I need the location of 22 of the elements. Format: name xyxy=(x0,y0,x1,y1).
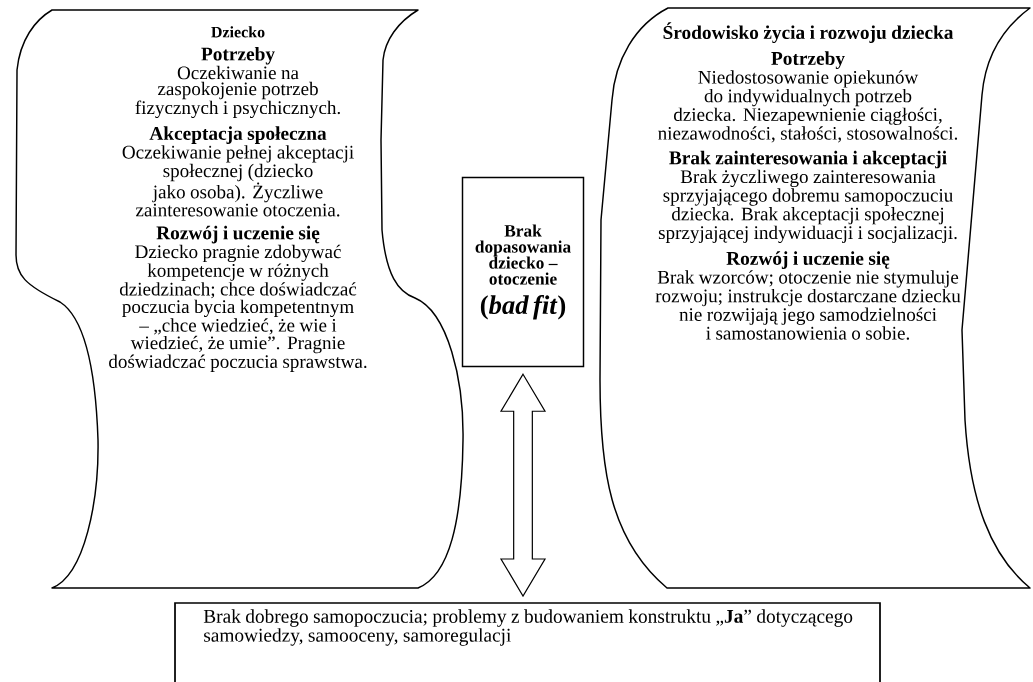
heading: Potrzeby xyxy=(771,51,845,69)
heading: Dziecko xyxy=(211,26,265,38)
body-text: Niedostosowanie opiekunów do indywidualnych potrzeb dziecka. Niezapewnienie ciągłości, niezawodności, stałości, stosowalności. xyxy=(658,70,958,143)
scroll-shape xyxy=(599,7,1031,589)
body-text: Dziecko pragnie zdobywać kompetencje w różnych dziedzinach; chce doświadczać poczucia bycia kompetentnym – „chce wiedzieć, że wie i wiedzieć, że umie”. Pragnie doświadczać poczucia sprawstwa. xyxy=(109,244,367,372)
body-text: Brak życzliwego zainteresowania sprzyjającego dobremu samopoczuciu dziecka. Brak akceptacji społecznej sprzyjającej indywiduacji i socjalizacji. xyxy=(658,169,957,243)
double-arrow xyxy=(499,373,547,598)
heading: Rozwój i uczenie się xyxy=(156,225,320,244)
heading: Potrzeby xyxy=(201,46,275,65)
heading: Rozwój i uczenie się xyxy=(726,251,890,269)
text-box xyxy=(461,176,585,368)
scroll-shape xyxy=(15,9,464,589)
heading: Środowisko życia i rozwoju dziecka xyxy=(663,22,954,44)
body-text: Brak wzorców; otoczenie nie stymuluje rozwoju; instrukcje dostarczane dziecku nie rozwijają jego samodzielności i samostanowienia o sobie. xyxy=(655,270,961,340)
text-box xyxy=(174,602,881,682)
body-text: (bad fit) xyxy=(480,295,566,320)
body-text: Brak dopasowania dziecko – otoczenie xyxy=(475,224,571,285)
body-text: Brak dobrego samopoczucia; problemy z budowaniem konstruktu „Ja” dotyczącego samowiedzy, samooceny, samoregulacji xyxy=(203,609,853,646)
body-text: Oczekiwanie na zaspokojenie potrzeb fizycznych i psychicznych. xyxy=(135,65,340,119)
heading: Brak zainteresowania i akceptacji xyxy=(669,150,947,169)
body-text: Oczekiwanie pełnej akceptacji społecznej (dziecko jako osoba). Życzliwe zainteresowanie otoczenia. xyxy=(122,145,354,217)
heading: Akceptacja społeczna xyxy=(149,126,327,144)
